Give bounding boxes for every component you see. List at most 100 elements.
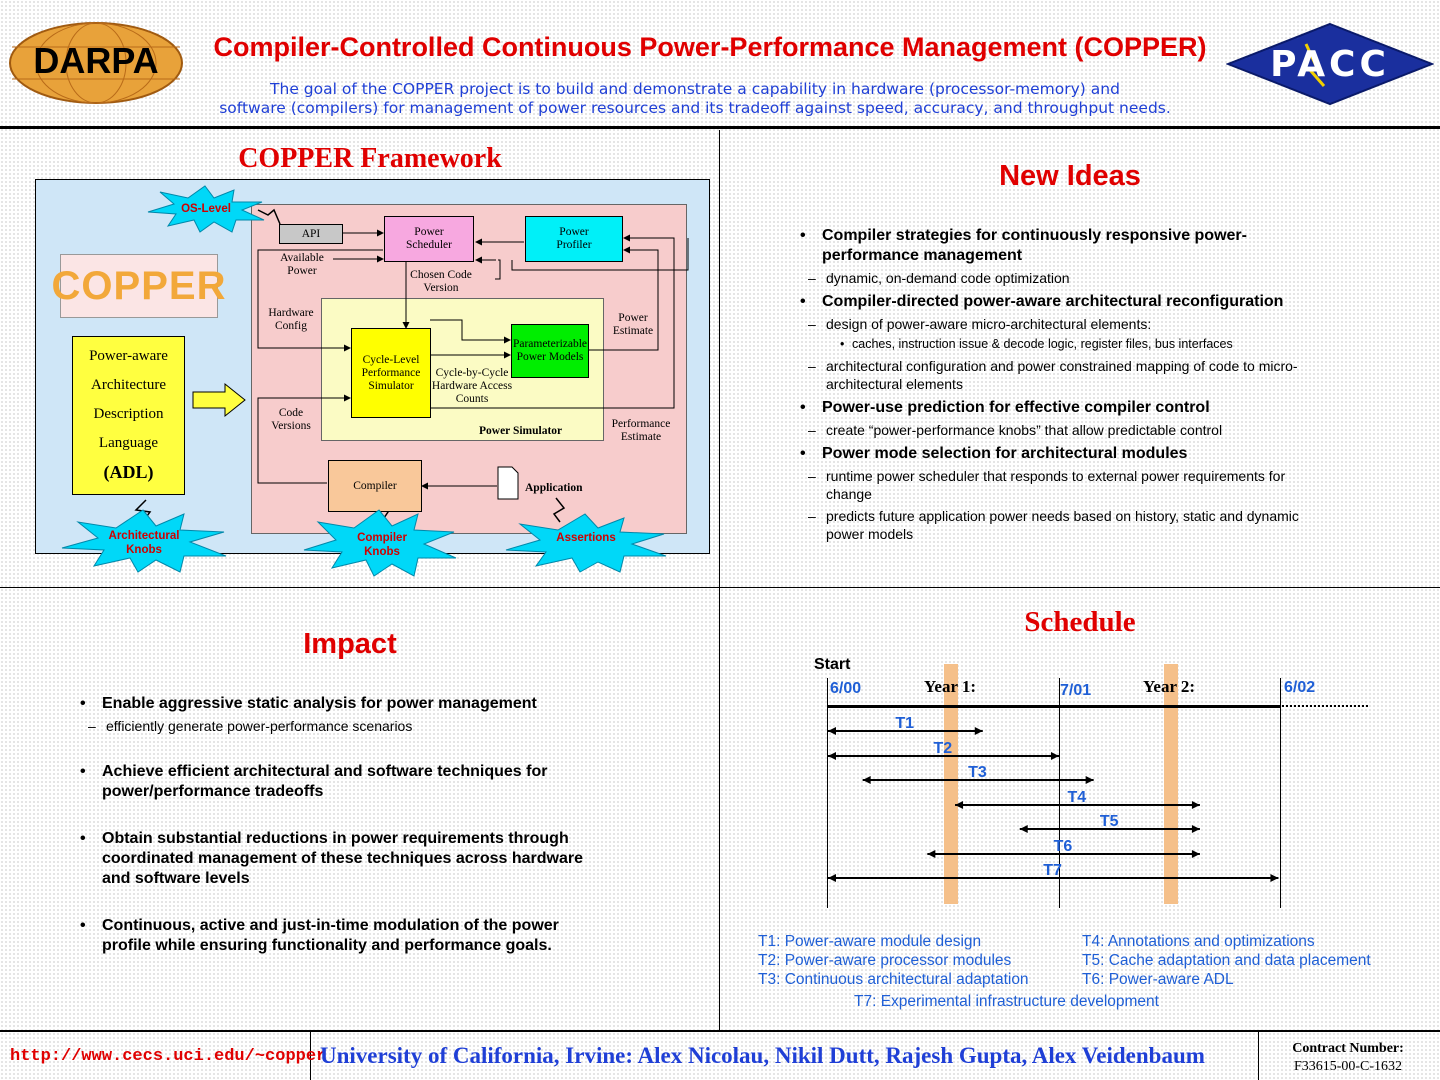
os-level-label: OS-Level	[181, 203, 231, 215]
power-estimate-label: Power Estimate	[612, 312, 654, 337]
idea-subitems: dynamic, on-demand code optimization	[800, 269, 1360, 287]
code-versions-label: Code Versions	[271, 407, 311, 432]
idea-subitem-text: create “power-performance knobs” that al…	[826, 422, 1223, 438]
legend-t6: T6: Power-aware ADL	[1082, 971, 1234, 988]
darpa-logo-text: DARPA	[33, 40, 159, 81]
cycle-counts-label: Cycle-by-Cycle Hardware Access Counts	[431, 367, 513, 405]
legend-t1: T1: Power-aware module design	[758, 933, 982, 950]
footer-divider	[0, 1030, 1440, 1032]
new-ideas-title: New Ideas	[999, 160, 1141, 192]
adl-line-2: Architecture	[91, 377, 166, 393]
chosen-code-label: Chosen Code Version	[410, 269, 472, 294]
pacc-logo: PACC	[1225, 22, 1435, 106]
header-divider	[0, 126, 1440, 129]
footer-sep-2	[1258, 1031, 1259, 1080]
idea-subitems: create “power-performance knobs” that al…	[800, 421, 1360, 439]
assertions-burst-icon	[505, 513, 667, 573]
document-icon	[497, 466, 519, 500]
darpa-globe-icon	[9, 22, 183, 104]
idea-subitems: design of power-aware micro-architectura…	[800, 315, 1360, 393]
impact-text: Continuous, active and just-in-time modu…	[102, 917, 559, 954]
impact-item: Enable aggressive static analysis for po…	[80, 694, 620, 735]
page-title: Compiler-Controlled Continuous Power-Per…	[213, 32, 1207, 62]
legend-t5: T5: Cache adaptation and data placement	[1082, 952, 1371, 969]
goal-statement: The goal of the COPPER project is to bui…	[130, 80, 1260, 118]
pacc-diamond-icon	[1225, 22, 1435, 106]
contract-label: Contract Number:	[1292, 1041, 1404, 1056]
power-models-box: Parameterizable Power Models	[511, 324, 589, 378]
adl-line-1: Power-aware	[89, 348, 168, 364]
hardware-config-label: Hardware Config	[268, 307, 314, 332]
impact-text: Enable aggressive static analysis for po…	[102, 695, 537, 712]
impact-title: Impact	[303, 628, 397, 660]
idea-item: Power mode selection for architectural m…	[800, 444, 1360, 543]
adl-line-4: Language	[98, 435, 159, 451]
assertions-label: Assertions	[556, 532, 616, 544]
project-url-link[interactable]: http://www.cecs.uci.edu/~copper	[10, 1047, 327, 1066]
api-box: API	[279, 224, 343, 244]
idea-text: Compiler strategies for continuously res…	[822, 227, 1247, 264]
idea-subitem: predicts future application power needs …	[800, 507, 1360, 543]
new-ideas-list: Compiler strategies for continuously res…	[800, 226, 1360, 543]
impact-subitem: efficiently generate power-performance s…	[80, 717, 620, 735]
contract-number: F33615-00-C-1632	[1293, 1059, 1403, 1074]
footer-sep-1	[310, 1031, 311, 1080]
goal-line-2: software (compilers) for management of p…	[219, 99, 1171, 117]
copper-logo-text: COPPER	[51, 263, 227, 308]
os-level-burst-icon	[147, 185, 265, 233]
application-label: Application	[525, 482, 583, 494]
cycle-sim-box: Cycle-Level Performance Simulator	[351, 328, 431, 418]
compiler-box: Compiler	[328, 460, 422, 512]
darpa-logo: DARPA	[8, 22, 184, 104]
arch-knobs-label: Architectural Knobs	[108, 530, 180, 556]
impact-text: Obtain substantial reductions in power r…	[102, 830, 584, 887]
legend-t2: T2: Power-aware processor modules	[758, 952, 1012, 969]
idea-text: Power-use prediction for effective compi…	[822, 399, 1210, 416]
power-profiler-box: Power Profiler	[525, 216, 623, 262]
legend-t7: T7: Experimental infrastructure developm…	[854, 993, 1159, 1010]
impact-item: Obtain substantial reductions in power r…	[80, 829, 620, 889]
idea-subitem-text: dynamic, on-demand code optimization	[826, 270, 1070, 286]
adl-line-5: (ADL)	[103, 462, 154, 482]
compiler-knobs-burst-icon	[303, 509, 457, 577]
idea-subitem-text: design of power-aware micro-architectura…	[826, 316, 1152, 332]
power-simulator-label: Power Simulator	[479, 425, 563, 437]
impact-list-container: Enable aggressive static analysis for po…	[80, 694, 620, 956]
idea-text: Power mode selection for architectural m…	[822, 445, 1188, 462]
legend-t4: T4: Annotations and optimizations	[1082, 933, 1315, 950]
goal-line-1: The goal of the COPPER project is to bui…	[270, 80, 1120, 98]
impact-bullets: Enable aggressive static analysis for po…	[80, 694, 620, 956]
available-power-label: Available Power	[280, 252, 324, 277]
arch-knobs-burst-icon	[61, 509, 227, 573]
adl-line-3: Description	[93, 406, 164, 422]
legend-t3: T3: Continuous architectural adaptation	[758, 971, 1029, 988]
perf-estimate-label: Performance Estimate	[611, 418, 671, 443]
university-authors: University of California, Irvine: Alex N…	[320, 1043, 1205, 1068]
idea-subsubitems: caches, instruction issue & decode logic…	[800, 336, 1360, 353]
idea-subitem-text: runtime power scheduler that responds to…	[826, 468, 1286, 502]
yellow-arrow-icon	[192, 382, 246, 418]
idea-subitems: runtime power scheduler that responds to…	[800, 467, 1360, 543]
framework-title: COPPER Framework	[238, 143, 502, 174]
horizontal-divider	[0, 587, 1440, 588]
idea-subitem-text: predicts future application power needs …	[826, 508, 1299, 542]
schedule-title: Schedule	[1024, 606, 1136, 638]
power-scheduler-box: Power Scheduler	[384, 216, 474, 262]
contract-info: Contract Number: F33615-00-C-1632	[1268, 1040, 1428, 1076]
adl-box: Power-aware Architecture Description Lan…	[72, 336, 185, 495]
diagram-connectors	[134, 208, 689, 523]
idea-item: Compiler strategies for continuously res…	[800, 226, 1360, 287]
impact-text: Achieve efficient architectural and soft…	[102, 763, 548, 800]
ideas-bullets: Compiler strategies for continuously res…	[800, 226, 1360, 543]
vertical-divider	[719, 130, 720, 1030]
idea-item: Power-use prediction for effective compi…	[800, 398, 1360, 439]
framework-diagram: Power Simulator COPPER Power-aware Archi…	[35, 179, 710, 554]
impact-item: Continuous, active and just-in-time modu…	[80, 916, 620, 956]
idea-subitem: create “power-performance knobs” that al…	[800, 421, 1360, 439]
idea-subitem: dynamic, on-demand code optimization	[800, 269, 1360, 287]
idea-subitem: design of power-aware micro-architectura…	[800, 315, 1360, 353]
compiler-knobs-label: Compiler Knobs	[357, 532, 407, 558]
idea-text: Compiler-directed power-aware architectu…	[822, 293, 1284, 310]
impact-item: Achieve efficient architectural and soft…	[80, 762, 620, 802]
impact-subitems: efficiently generate power-performance s…	[80, 717, 620, 735]
